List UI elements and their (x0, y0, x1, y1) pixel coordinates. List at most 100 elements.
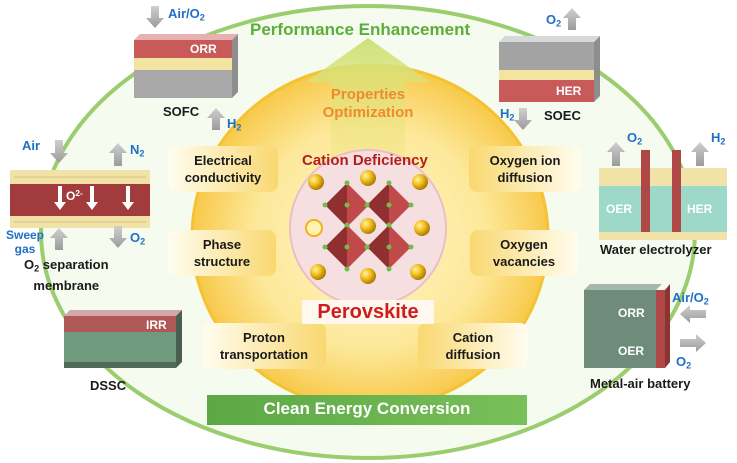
membrane-ion-label: O2- (66, 188, 83, 204)
soec-o2-arrow (563, 8, 581, 30)
oxygen-atom (386, 222, 392, 228)
banner-bg (207, 395, 527, 425)
outer-title: Performance Enhancement (250, 20, 471, 39)
a-site-cation (410, 264, 426, 280)
pill-electrical (168, 146, 278, 192)
membrane-ion-arrow-2 (86, 186, 98, 210)
prop-electrical: Electrical conductivity (184, 153, 262, 185)
battery-oer-label: OER (618, 344, 645, 358)
a-site-cation (414, 220, 430, 236)
membrane-n2-label: N2 (130, 142, 145, 159)
prop-phase: Phase structure (193, 237, 251, 269)
perovskite-label-bg (302, 300, 434, 324)
sofc-air-arrow (146, 6, 164, 28)
dssc-stack (64, 310, 182, 368)
pill-phase (168, 230, 276, 276)
oxygen-atom (344, 180, 350, 186)
pill-vacancies (470, 230, 578, 276)
pill-proton (202, 323, 326, 369)
membrane-sweep-arrow (50, 228, 68, 250)
electrolyzer-her-label: HER (687, 202, 713, 216)
sofc-h2-arrow (207, 108, 225, 130)
oxygen-atom (322, 244, 328, 250)
membrane-air-label: Air (22, 138, 41, 153)
center-title: Properties Optimization (322, 86, 414, 121)
membrane-n2-arrow (109, 143, 127, 166)
octahedron-face-light (347, 225, 369, 269)
a-site-cation (412, 174, 428, 190)
oxygen-atom (386, 244, 392, 250)
octahedron-face-light (389, 183, 411, 227)
prop-vacancies: Oxygen vacancies (492, 237, 556, 269)
sofc-layer-label: ORR (190, 42, 217, 56)
prop-oxygen-ion: Oxygen ion diffusion (489, 153, 561, 185)
sofc-h2-label: H2 (227, 116, 242, 133)
cation-vacancy-site (305, 219, 323, 237)
membrane-air-arrow (50, 140, 68, 163)
oxygen-atom (344, 244, 350, 250)
membrane-o2-label: O2 (130, 230, 146, 247)
oxygen-atom (408, 244, 414, 250)
octahedron-face-dark (367, 225, 389, 269)
battery-name: Metal-air battery (590, 376, 691, 391)
bottom-banner-label: Clean Energy Conversion (263, 399, 471, 418)
a-site-cation (360, 170, 376, 186)
a-site-cation (360, 268, 376, 284)
membrane-ion-arrow-1 (54, 186, 66, 210)
perovskite-lattice (305, 170, 430, 284)
dssc-layer-label: IRR (146, 318, 167, 332)
soec-h2-label: H2 (500, 106, 515, 123)
electrolyzer-o2-arrow (607, 142, 625, 166)
soec-stack (499, 36, 600, 102)
sofc-name: SOFC (163, 104, 200, 119)
a-site-cation (308, 174, 324, 190)
perovskite-label: Perovskite (317, 301, 419, 323)
oxygen-atom (386, 180, 392, 186)
octahedron-face-dark (325, 183, 347, 227)
soec-h2-arrow (514, 108, 532, 130)
oxygen-atom (344, 222, 350, 228)
soec-layer-label: HER (556, 84, 582, 98)
electrolyzer-name: Water electrolyzer (600, 242, 712, 257)
oxygen-atom (322, 202, 328, 208)
octahedron-face-light (389, 225, 411, 269)
electrolyzer-stack (599, 150, 727, 240)
oxygen-atom (408, 202, 414, 208)
oxygen-atom (386, 202, 392, 208)
oxygen-atom (344, 202, 350, 208)
sofc-air-label: Air/O2 (168, 6, 205, 23)
oxygen-atom (364, 202, 370, 208)
oxygen-atom (386, 266, 392, 272)
battery-stack (584, 284, 670, 368)
electrolyzer-h2-arrow (691, 142, 709, 166)
battery-orr-label: ORR (618, 306, 645, 320)
soec-name: SOEC (544, 108, 581, 123)
prop-cation-diffusion: Cation diffusion (445, 330, 501, 362)
battery-air-label: Air/O2 (672, 290, 709, 307)
pill-oxygen-ion (469, 146, 581, 192)
octahedron-face-dark (367, 183, 389, 227)
pill-cation-diff (418, 323, 528, 369)
dssc-name: DSSC (90, 378, 127, 393)
electrolyzer-h2-label: H2 (711, 130, 726, 147)
a-site-cation (360, 218, 376, 234)
cation-deficiency-label: Cation Deficiency (302, 152, 428, 169)
octahedron-face-light (347, 183, 369, 227)
battery-o2-label: O2 (676, 354, 692, 371)
enhancement-arrow (306, 38, 430, 185)
membrane-o2-arrow (109, 226, 127, 248)
battery-air-arrow (680, 305, 706, 323)
oxygen-atom (344, 266, 350, 272)
electrolyzer-o2-label: O2 (627, 130, 643, 147)
octahedron-face-dark (325, 225, 347, 269)
sofc-stack (134, 34, 238, 98)
electrolyzer-oer-label: OER (606, 202, 633, 216)
soec-o2-label: O2 (546, 12, 562, 29)
a-site-cation (310, 264, 326, 280)
membrane-ion-arrow-3 (122, 186, 134, 210)
prop-proton: Proton transportation (219, 330, 309, 362)
